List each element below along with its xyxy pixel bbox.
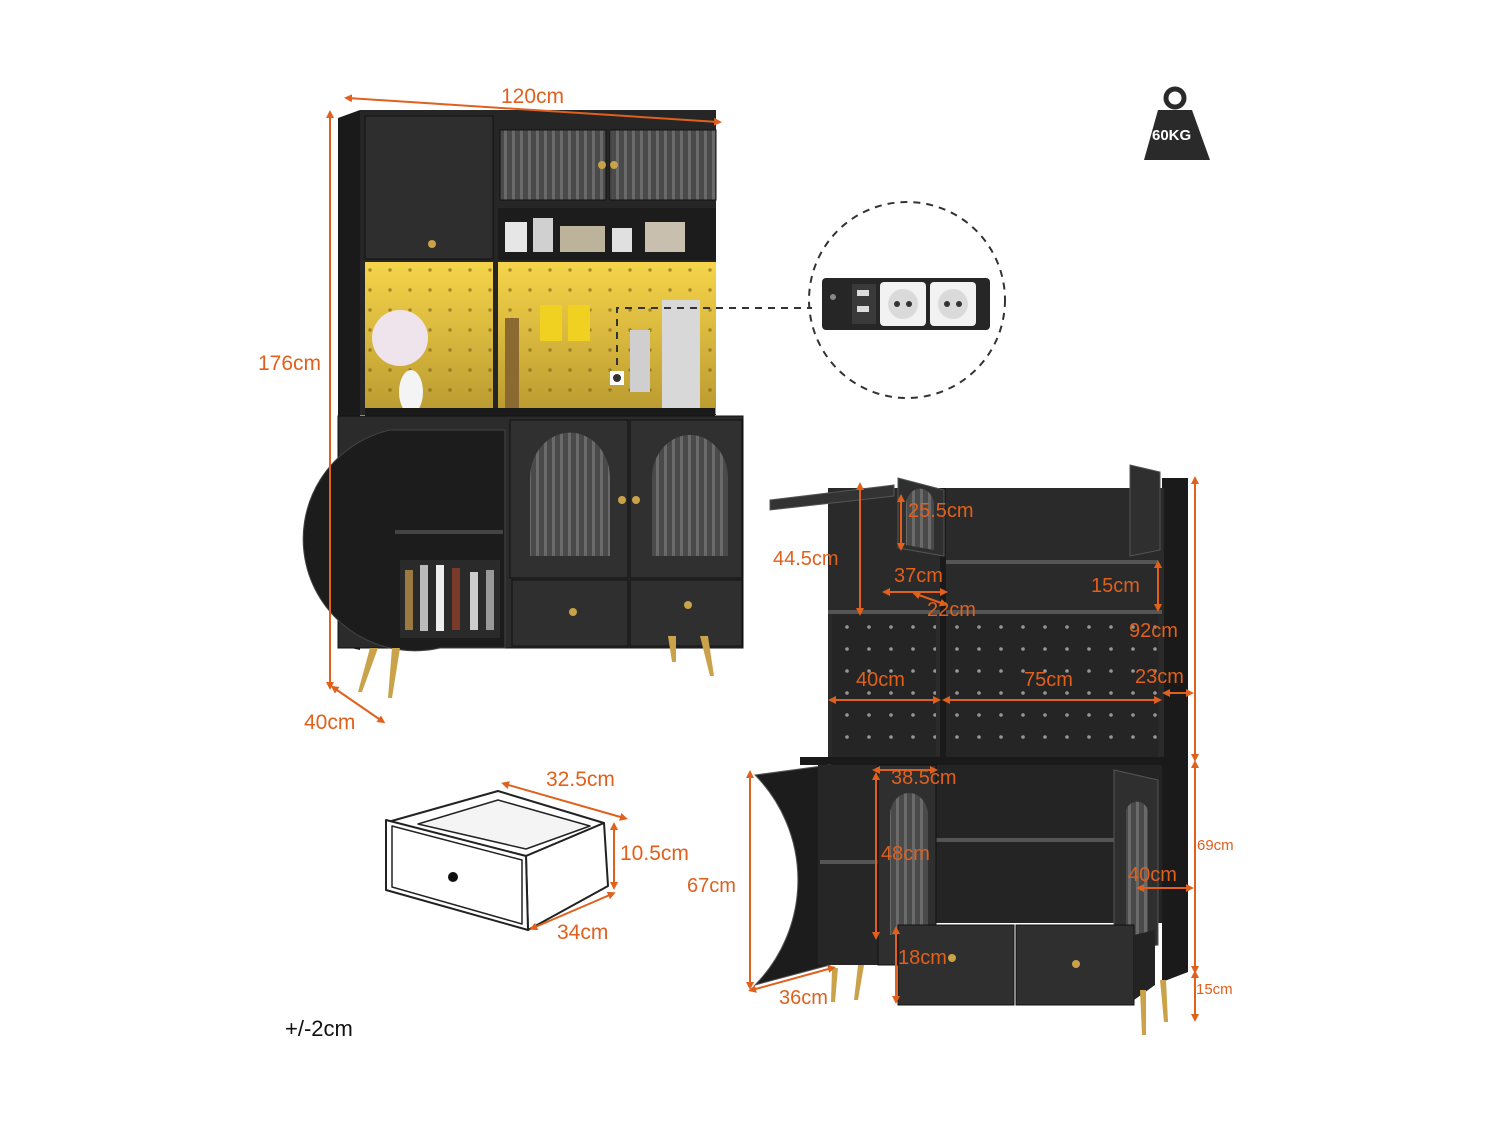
front-view-cabinet — [302, 110, 744, 698]
drawer-dimension-lines — [501, 781, 628, 931]
door-height-label: 67cm — [687, 875, 736, 897]
base-height-label: 69cm — [1197, 837, 1234, 854]
weight-capacity-label: 60KG — [1152, 127, 1192, 144]
left-bay-width-label: 40cm — [856, 669, 905, 691]
front-view-dimension-lines — [326, 94, 722, 724]
power-socket-icon — [808, 201, 1006, 399]
drawer-width-label: 32.5cm — [546, 768, 615, 791]
inner-cabinet-width-label: 38.5cm — [891, 767, 957, 789]
front-depth-label: 40cm — [304, 711, 356, 734]
right-bay-width-label: 75cm — [1024, 669, 1073, 691]
leg-height-label: 15cm — [1196, 981, 1233, 998]
socket-callout-leader — [616, 307, 812, 378]
base-depth-label: 40cm — [1128, 864, 1177, 886]
upper-door-height-label: 25.5cm — [908, 500, 974, 522]
drawer-front-height-label: 18cm — [898, 947, 947, 969]
door-depth-label: 36cm — [779, 987, 828, 1009]
weight-icon — [1144, 86, 1210, 160]
open-view-cabinet — [753, 464, 1188, 1035]
open-view-dimension-lines — [746, 476, 1199, 1022]
shelf-width-label: 37cm — [894, 565, 943, 587]
socket-location-marker — [610, 371, 624, 385]
inner-cabinet-height-label: 48cm — [881, 843, 930, 865]
tolerance-note: +/-2cm — [285, 1016, 353, 1041]
drawer-depth-label: 34cm — [557, 921, 609, 944]
hutch-height-label: 92cm — [1129, 620, 1178, 642]
small-shelf-height-label: 15cm — [1091, 575, 1140, 597]
front-height-label: 176cm — [258, 352, 322, 375]
front-width-label: 120cm — [501, 85, 565, 108]
drawer-height-label: 10.5cm — [620, 842, 689, 865]
upper-compartment-height-label: 44.5cm — [773, 548, 839, 570]
shelf-depth-label: 22cm — [927, 599, 976, 621]
hutch-depth-label: 23cm — [1135, 666, 1184, 688]
